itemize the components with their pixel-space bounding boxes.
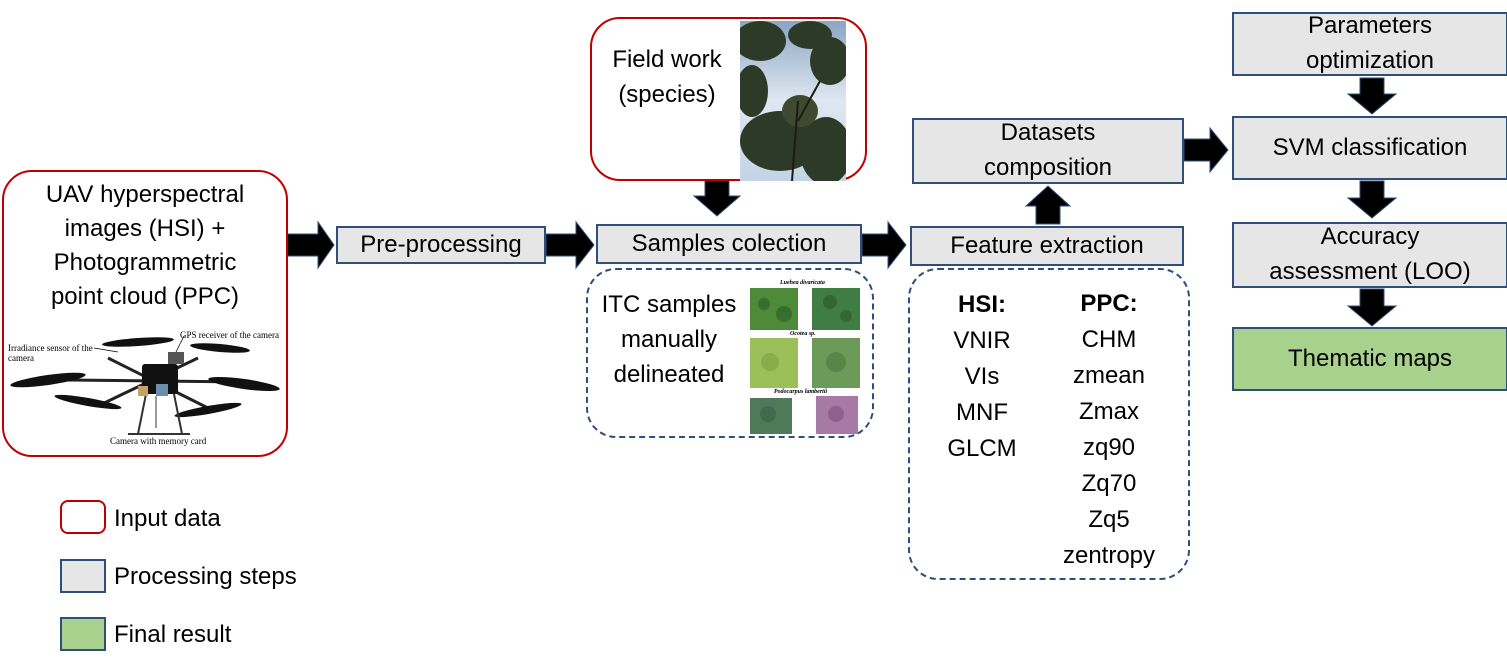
uav-input-label: UAV hyperspectral images (HSI) + Photogr… [45, 181, 245, 311]
ppc-feature: Zq5 [1088, 506, 1130, 533]
legend-label-final: Final result [114, 621, 232, 648]
arrow-params-to-svm [1346, 77, 1398, 115]
hsi-feature: VIs [964, 363, 1000, 390]
hsi-feature: VNIR [953, 327, 1011, 354]
arrow-features-to-datasets [1024, 185, 1072, 225]
preprocessing-node: Pre-processing [336, 226, 546, 264]
species-label-luehea: Luehea divaricata [780, 280, 825, 286]
feature-extraction-node: Feature extraction [910, 226, 1184, 266]
hsi-header: HSI: [958, 291, 1006, 318]
legend-swatch-input [60, 500, 106, 534]
camera-annotation: Camera with memory card [110, 436, 207, 446]
ppc-feature: zmean [1072, 362, 1146, 389]
species-label-ocotea: Ocotea sp. [790, 331, 816, 337]
thematic-maps-node: Thematic maps [1232, 327, 1507, 391]
canopy-photo [740, 21, 846, 181]
arrow-samples-to-features [861, 220, 907, 270]
ppc-header: PPC: [1080, 290, 1138, 317]
arrow-svm-to-accuracy [1346, 180, 1398, 219]
ppc-feature: zentropy [1062, 542, 1156, 569]
ppc-feature: Zq70 [1081, 470, 1137, 497]
arrow-fieldwork-to-samples [692, 179, 742, 217]
datasets-composition-node: Datasets composition [912, 118, 1184, 184]
svm-classification-node: SVM classification [1232, 116, 1507, 180]
hsi-feature: GLCM [947, 435, 1017, 462]
legend-swatch-final [60, 617, 106, 651]
accuracy-assessment-node: Accuracy assessment (LOO) [1232, 222, 1507, 288]
arrow-datasets-to-svm [1183, 126, 1229, 174]
itc-samples-label: ITC samples manually delineated [601, 291, 737, 388]
itc-samples-group [586, 268, 874, 438]
features-group [908, 268, 1190, 580]
ppc-features-list: PPC: CHM zmean Zmax zq90 Zq70 Zq5 zentro… [1046, 286, 1172, 574]
legend-label-processing: Processing steps [114, 563, 297, 590]
hsi-feature: MNF [956, 399, 1008, 426]
arrow-preprocessing-to-samples [545, 220, 595, 270]
field-work-label: Field work (species) [612, 46, 722, 108]
arrow-uav-to-preprocessing [286, 220, 335, 270]
ppc-feature: CHM [1081, 326, 1137, 353]
drone-illustration [10, 335, 280, 435]
species-label-podocarpus: Podocarpus lambertii [774, 389, 828, 395]
legend-label-input: Input data [114, 505, 221, 532]
irradiance-annotation: Irradiance sensor of the camera [8, 343, 93, 363]
ppc-feature: Zmax [1079, 398, 1139, 425]
arrow-accuracy-to-thematic [1346, 288, 1398, 327]
ppc-feature: zq90 [1082, 434, 1136, 461]
uav-input-node: UAV hyperspectral images (HSI) + Photogr… [2, 170, 288, 457]
itc-samples-figure [750, 288, 860, 434]
parameters-optimization-node: Parameters optimization [1232, 12, 1507, 76]
hsi-features-list: HSI: VNIR VIs MNF GLCM [932, 287, 1032, 467]
gps-annotation: GPS receiver of the camera [180, 330, 279, 340]
samples-collection-node: Samples colection [596, 224, 862, 264]
legend-swatch-processing [60, 559, 106, 593]
